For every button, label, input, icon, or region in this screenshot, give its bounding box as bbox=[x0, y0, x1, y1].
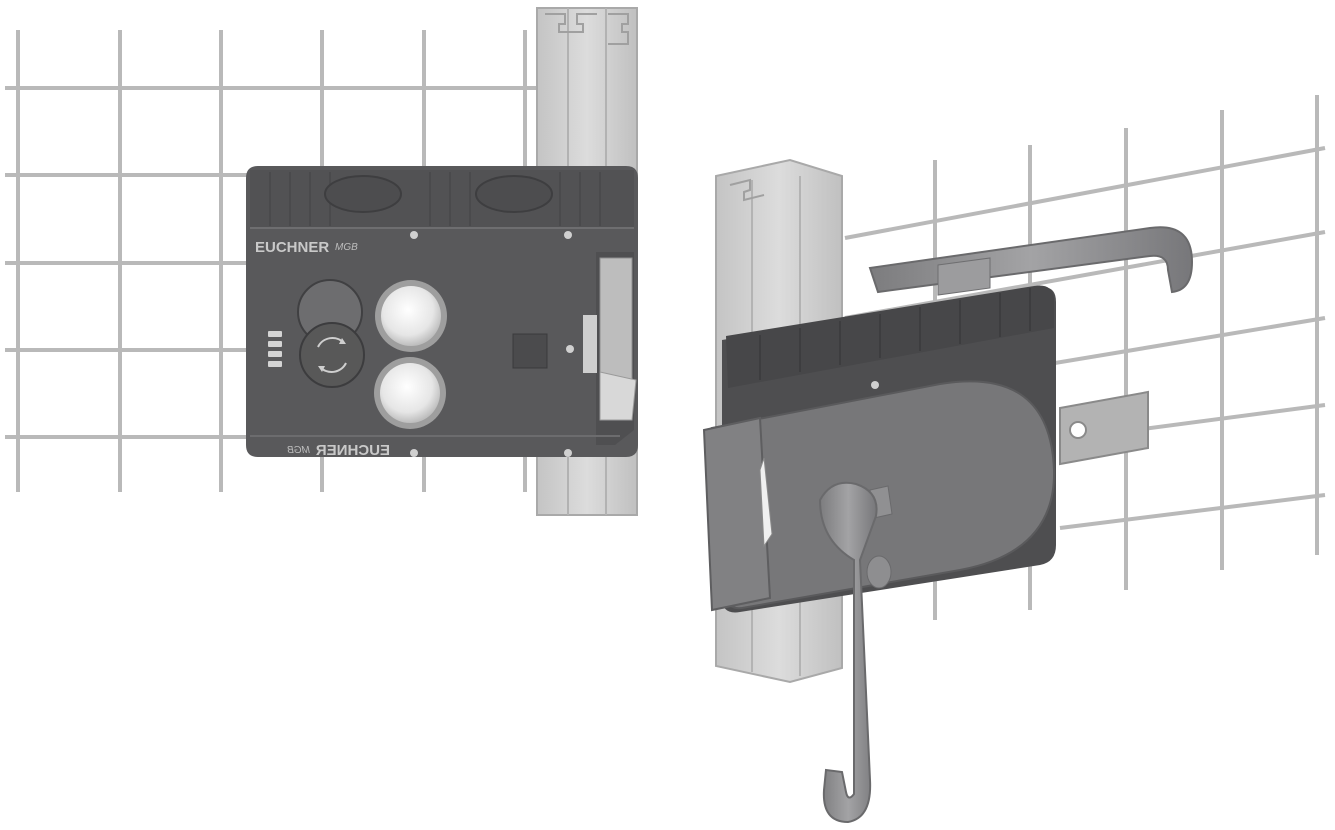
mirrored-model-text: MGB bbox=[287, 445, 310, 456]
mirrored-brand-text: EUCHNER bbox=[316, 442, 390, 459]
emergency-stop-button bbox=[297, 279, 365, 388]
push-button-top bbox=[375, 280, 447, 352]
rear-mounting-plate bbox=[1059, 390, 1149, 466]
cable-entry-right bbox=[475, 175, 553, 213]
rear-door-handle bbox=[868, 226, 1194, 296]
front-door-handle bbox=[818, 481, 892, 824]
actuator-slot bbox=[512, 333, 548, 369]
right-safety-switch bbox=[702, 285, 1056, 613]
led-indicators bbox=[268, 331, 282, 367]
left-safety-switch: EUCHNER MGB EUCHNER MGB bbox=[246, 166, 638, 459]
cable-entry-left bbox=[324, 175, 402, 213]
mirrored-brand-label: EUCHNER MGB bbox=[287, 442, 390, 459]
brand-logo: EUCHNER bbox=[255, 239, 329, 256]
model-label: MGB bbox=[335, 242, 358, 253]
push-button-bottom bbox=[374, 357, 446, 429]
